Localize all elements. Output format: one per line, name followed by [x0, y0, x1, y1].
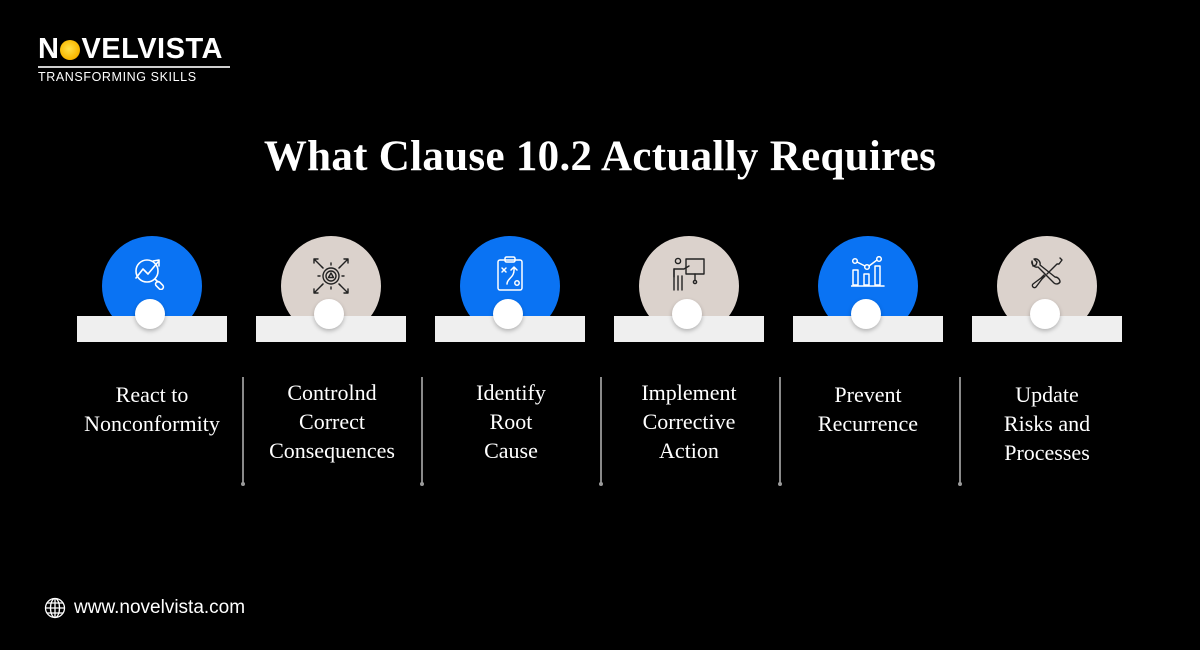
- label-line: Action: [659, 438, 719, 463]
- gear-warning-arrows-icon: [313, 258, 349, 294]
- brand-name: N VELVISTA: [38, 34, 230, 64]
- sun-icon: [60, 40, 81, 60]
- label-line: Controlnd: [287, 380, 377, 405]
- label-line: Prevent: [834, 382, 902, 407]
- label-line: Cause: [484, 438, 538, 463]
- label-line: Root: [489, 409, 533, 434]
- label-line: Recurrence: [817, 411, 919, 436]
- step-6-knob: [1030, 299, 1060, 329]
- step-5-label: Prevent Recurrence: [778, 380, 958, 438]
- step-2-label: Controlnd Correct Consequences: [242, 378, 422, 465]
- label-line: Risks and: [1003, 411, 1091, 436]
- divider: [957, 377, 962, 486]
- step-3-label: Identify Root Cause: [421, 378, 601, 465]
- brand-name-suffix: VELVISTA: [81, 33, 223, 65]
- label-line: Correct: [299, 409, 365, 434]
- wrench-screwdriver-icon: [1031, 257, 1063, 289]
- page-title: What Clause 10.2 Actually Requires: [263, 133, 937, 180]
- footer: www.novelvista.com: [44, 597, 245, 619]
- brand-logo: N VELVISTA TRANSFORMING SKILLS: [38, 34, 230, 84]
- step-2-knob: [314, 299, 344, 329]
- label-line: Corrective: [642, 409, 736, 434]
- chart-analysis-magnifier-icon: [135, 259, 165, 290]
- label-line: Implement: [641, 380, 737, 405]
- website-link[interactable]: www.novelvista.com: [74, 597, 246, 618]
- label-line: Identify: [476, 380, 546, 405]
- brand-name-prefix: N: [38, 33, 60, 65]
- step-1-label: React to Nonconformity: [62, 380, 242, 438]
- brand-tagline: TRANSFORMING SKILLS: [38, 69, 197, 84]
- divider: [777, 377, 782, 486]
- step-1-knob: [135, 299, 165, 329]
- clipboard-strategy-icon: [497, 256, 523, 291]
- divider: [240, 377, 245, 486]
- logo-divider: [38, 66, 230, 68]
- step-6-label: Update Risks and Processes: [957, 380, 1137, 467]
- step-3-knob: [493, 299, 523, 329]
- label-line: Processes: [1004, 440, 1090, 465]
- step-5-knob: [851, 299, 881, 329]
- bar-chart-trend-icon: [851, 256, 885, 287]
- divider: [598, 377, 603, 486]
- step-4-knob: [672, 299, 702, 329]
- divider: [419, 377, 424, 486]
- label-line: Nonconformity: [84, 411, 220, 436]
- label-line: Consequences: [269, 438, 395, 463]
- globe-icon: [44, 597, 66, 619]
- label-line: React to: [115, 382, 189, 407]
- label-line: Update: [1015, 382, 1079, 407]
- step-4-label: Implement Corrective Action: [599, 378, 779, 465]
- presenter-board-icon: [673, 257, 705, 291]
